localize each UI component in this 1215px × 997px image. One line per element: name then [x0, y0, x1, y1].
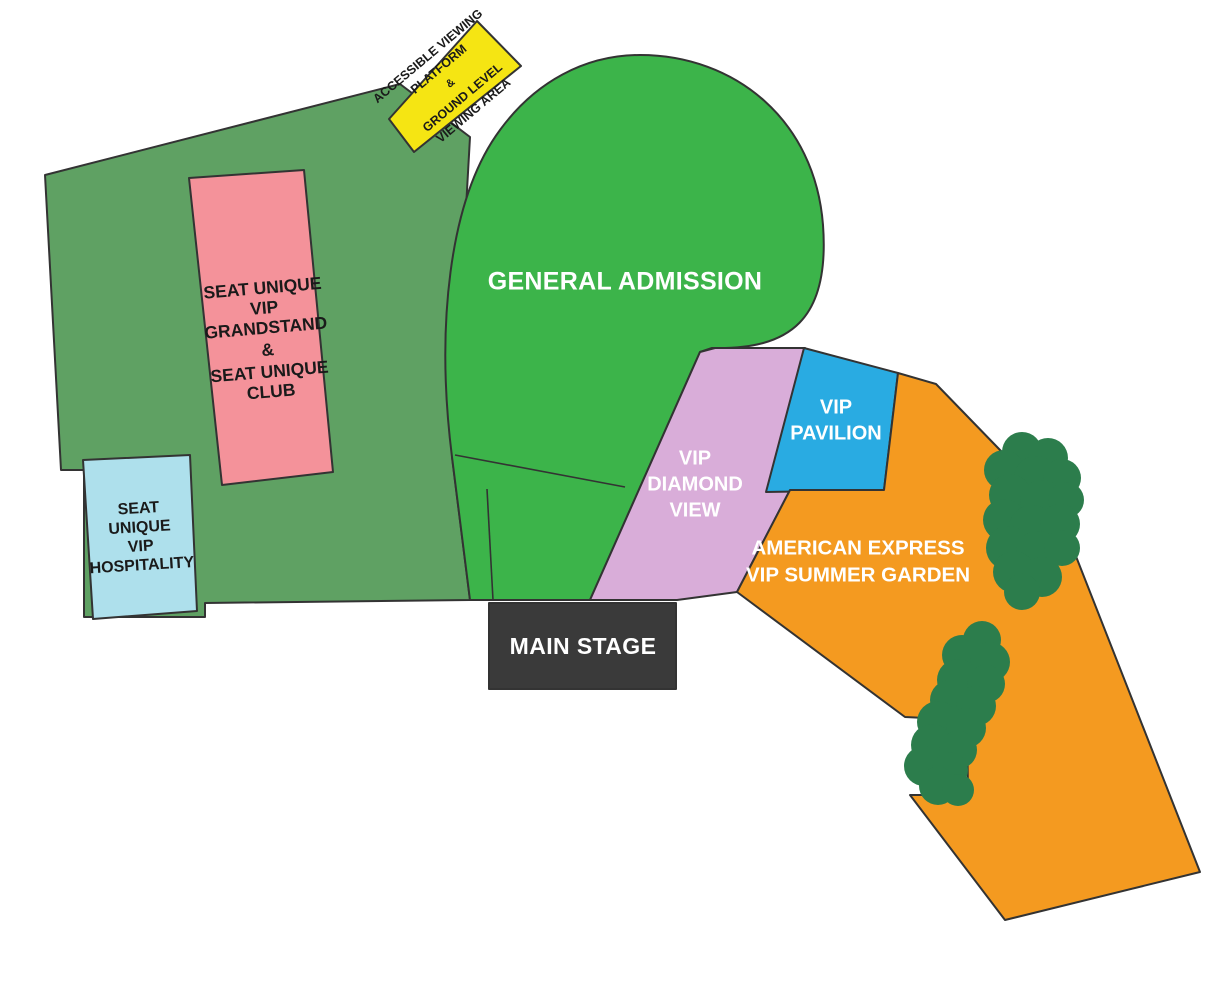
- ga-divider-line: [454, 454, 626, 488]
- zone-main-stage[interactable]: [488, 602, 677, 690]
- zone-accessible-viewing[interactable]: [388, 20, 522, 153]
- zone-grandstand[interactable]: [188, 169, 334, 486]
- ga-divider-line-lower: [486, 488, 494, 601]
- tree-cluster-upper: [983, 432, 1084, 610]
- tree-cluster-lower: [904, 621, 1010, 806]
- zone-hospitality[interactable]: [82, 454, 198, 620]
